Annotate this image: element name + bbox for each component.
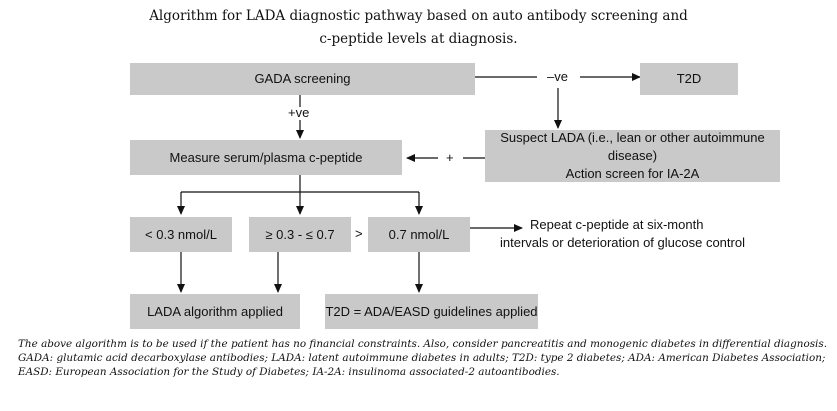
measure-c-peptide-label: Measure serum/plasma c-peptide [169,149,363,165]
positive-label: +ve [288,105,310,120]
lada-algorithm-box: LADA algorithm applied [130,294,300,329]
footnote: The above algorithm is to be used if the… [18,338,827,378]
high-c-peptide-box: 0.7 nmol/L [368,217,470,252]
repeat-c-peptide-note: Repeat c-peptide at six-month intervals … [500,216,745,252]
mid-c-peptide-label: ≥ 0.3 - ≤ 0.7 [265,226,335,242]
suspect-lada-line-2: Action screen for IA-2A [565,166,700,181]
high-c-peptide-label: 0.7 nmol/L [388,226,450,242]
repeat-note-line-1: Repeat c-peptide at six-month [530,217,704,232]
t2d-box: T2D [640,63,738,95]
diagram-title-line-1: Algorithm for LADA diagnostic pathway ba… [149,8,688,24]
measure-c-peptide-box: Measure serum/plasma c-peptide [130,140,402,175]
repeat-note-line-2: intervals or deterioration of glucose co… [500,235,745,250]
t2d-label: T2D [676,71,702,86]
t2d-guidelines-label: T2D = ADA/EASD guidelines applied [325,303,538,319]
gada-screening-box: GADA screening [130,63,475,95]
low-c-peptide-label: < 0.3 nmol/L [145,226,217,242]
low-c-peptide-box: < 0.3 nmol/L [130,217,232,252]
suspect-lada-box: Suspect LADA (i.e., lean or other autoim… [485,130,780,182]
lada-algorithm-label: LADA algorithm applied [147,303,283,319]
greater-than-label: > [355,226,363,241]
diagram-title-line-2: c-peptide levels at diagnosis. [319,31,518,47]
negative-label: –ve [547,69,568,84]
gada-screening-label: GADA screening [254,71,351,86]
plus-label: + [446,150,454,165]
mid-c-peptide-box: ≥ 0.3 - ≤ 0.7 [249,217,351,252]
t2d-guidelines-box: T2D = ADA/EASD guidelines applied [325,294,538,329]
suspect-lada-line-1: Suspect LADA (i.e., lean or other autoim… [500,130,765,163]
